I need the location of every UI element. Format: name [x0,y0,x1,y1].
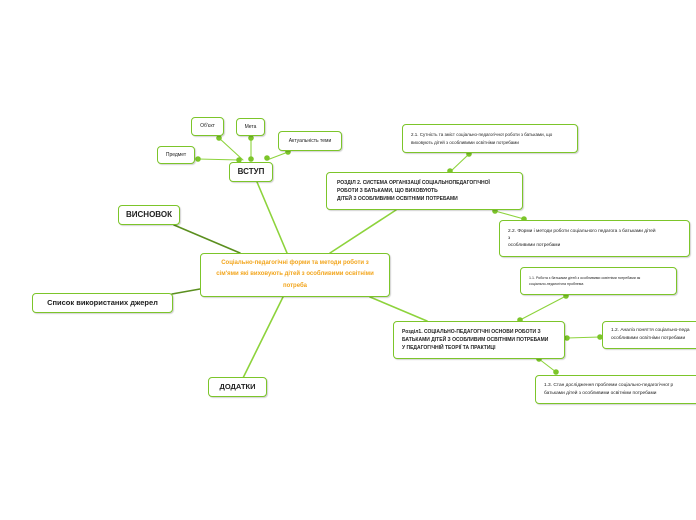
root-topic-label: Соціально-педагогічні форми та методи ро… [216,259,374,289]
subtopic-1-3[interactable]: 1.3. Стан дослідження проблеми соціально… [535,375,696,404]
link-root-vstup [256,181,288,254]
link-rozdil2-sub22 [494,210,525,220]
link-rozdil2-sub21 [449,153,470,173]
subtopic-aktualnist-label: Актуальність теми [288,137,332,144]
link-vstup-predmet [197,158,240,161]
link-rozdil1-sub12 [566,336,601,339]
topic-dodatky-label: ДОДАТКИ [219,381,256,391]
junction-dot [248,156,254,162]
junction-dot [564,335,570,341]
link-root-rozdil1 [369,296,428,322]
subtopic-2-2-label: 2.2. Форми і методи роботи соціального п… [508,228,656,249]
subtopic-obiekt[interactable]: Об'єкт [191,117,224,136]
subtopic-1-3-label: 1.3. Стан дослідження проблеми соціально… [544,382,674,396]
subtopic-1-2-label: 1.2. Аналіз поняття соціально-педа особл… [611,328,690,341]
junction-dot [597,334,603,340]
subtopic-aktualnist[interactable]: Актуальність теми [278,131,342,151]
subtopic-2-1-label: 2.1. Сутність та зміст соціально-педагог… [411,131,553,145]
link-vstup-obiekt [218,137,244,161]
topic-rozdil-2-label: РОЗДІЛ 2. СИСТЕМА ОРГАНІЗАЦІЇ СОЦІАЛЬНОП… [337,180,490,202]
subtopic-2-1[interactable]: 2.1. Сутність та зміст соціально-педагог… [402,124,578,153]
subtopic-obiekt-label: Об'єкт [200,123,215,130]
topic-dzherela-label: Список використаних джерел [47,297,158,307]
link-root-vysnovok [173,224,241,254]
link-root-rozdil2 [329,209,397,254]
junction-dot [264,155,270,161]
topic-rozdil-1-label: Розділ1. СОЦІАЛЬНО-ПЕДАГОГІЧНІ ОСНОВИ РО… [402,329,549,351]
link-root-dodatky [242,296,284,379]
junction-dot [248,135,254,141]
link-vstup-aktualnist [266,151,289,161]
subtopic-meta[interactable]: Мета [236,118,265,136]
junction-dot [236,157,242,163]
link-rozdil1-sub11 [519,295,567,321]
topic-rozdil-2[interactable]: РОЗДІЛ 2. СИСТЕМА ОРГАНІЗАЦІЇ СОЦІАЛЬНОП… [326,172,523,210]
subtopic-1-2[interactable]: 1.2. Аналіз поняття соціально-педа особл… [602,321,696,349]
topic-vysnovok-label: ВИСНОВОК [126,209,172,219]
subtopic-1-1-label: 1.1. Робота з батьками дітей з особливим… [529,275,641,286]
topic-vysnovok[interactable]: ВИСНОВОК [118,205,180,225]
subtopic-meta-label: Мета [244,123,257,130]
subtopic-1-1[interactable]: 1.1. Робота з батьками дітей з особливим… [520,267,677,295]
subtopic-predmet[interactable]: Предмет [157,146,195,164]
link-root-dzherela [171,288,201,295]
junction-dot [553,369,559,375]
link-rozdil1-sub13 [538,358,557,373]
root-topic[interactable]: Соціально-педагогічні форми та методи ро… [200,253,390,297]
topic-dodatky[interactable]: ДОДАТКИ [208,377,267,397]
junction-dot [195,156,201,162]
topic-vstup-label: ВСТУП [237,166,265,176]
subtopic-2-2[interactable]: 2.2. Форми і методи роботи соціального п… [499,220,690,257]
topic-vstup[interactable]: ВСТУП [229,162,273,182]
subtopic-predmet-label: Предмет [165,151,187,158]
topic-dzherela[interactable]: Список використаних джерел [32,293,173,313]
junction-dot [216,135,222,141]
topic-rozdil-1[interactable]: Розділ1. СОЦІАЛЬНО-ПЕДАГОГІЧНІ ОСНОВИ РО… [393,321,565,359]
